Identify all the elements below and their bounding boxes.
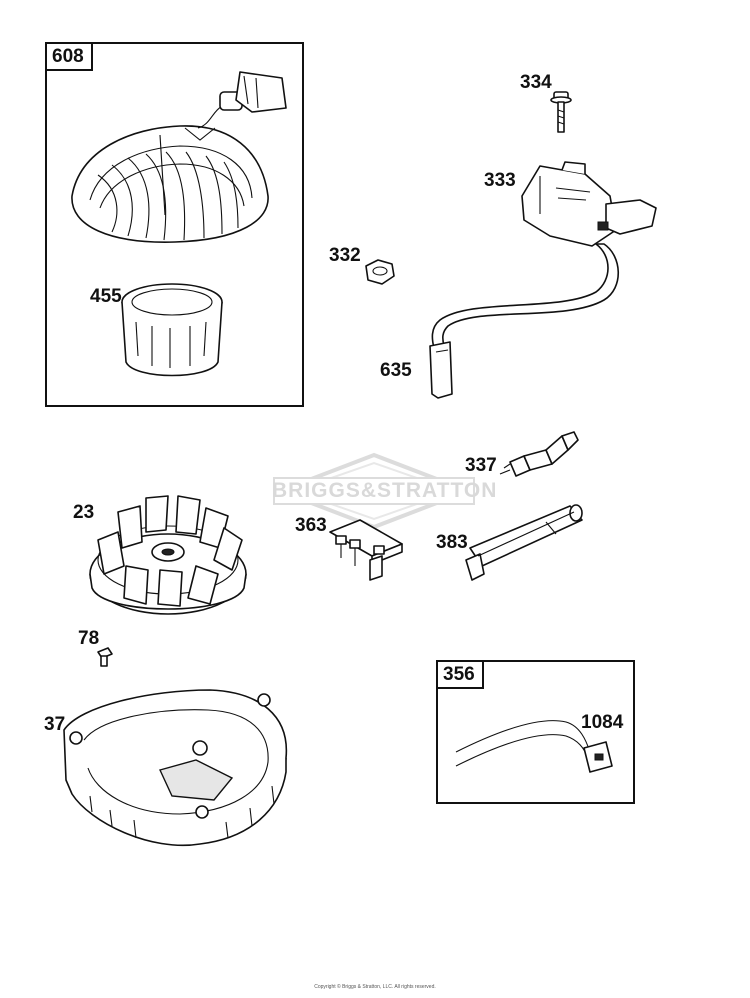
ignition-armature-illustration[interactable] [429,161,657,399]
screw-78-illustration[interactable] [97,647,113,667]
nut-332-illustration[interactable] [365,259,395,285]
tube-383-illustration[interactable] [465,504,583,581]
flywheel-illustration[interactable] [89,495,247,615]
part-label-455[interactable]: 455 [90,286,122,307]
part-label-363[interactable]: 363 [295,515,327,536]
part-label-334[interactable]: 334 [520,72,552,93]
spark-plug-illustration[interactable] [499,431,579,477]
group-frame-356 [436,660,635,804]
part-label-383[interactable]: 383 [436,532,468,553]
watermark-text: BRIGGS&STRATTON [272,479,498,502]
part-label-333[interactable]: 333 [484,170,516,191]
group-label-608[interactable]: 608 [47,44,93,71]
wire-harness-illustration[interactable] [455,720,613,773]
brand-watermark: BRIGGS&STRATTON [272,451,498,531]
watermark-bowtie-logo [273,452,475,530]
rewind-starter-illustration[interactable] [71,71,287,243]
part-label-37[interactable]: 37 [44,714,66,735]
part-label-78[interactable]: 78 [78,628,100,649]
bracket-363-illustration[interactable] [329,519,403,581]
group-frame-608 [45,42,304,407]
starter-cup-illustration[interactable] [121,283,223,377]
part-label-1084[interactable]: 1084 [581,712,624,733]
part-label-332[interactable]: 332 [329,245,361,266]
part-label-23[interactable]: 23 [73,502,95,523]
part-label-635[interactable]: 635 [380,360,412,381]
blower-housing-illustration[interactable] [63,689,288,846]
copyright-notice: Copyright © Briggs & Stratton, LLC. All … [314,984,436,990]
part-label-337[interactable]: 337 [465,455,497,476]
bolt-334-illustration[interactable] [550,91,572,133]
group-label-356[interactable]: 356 [438,662,484,689]
